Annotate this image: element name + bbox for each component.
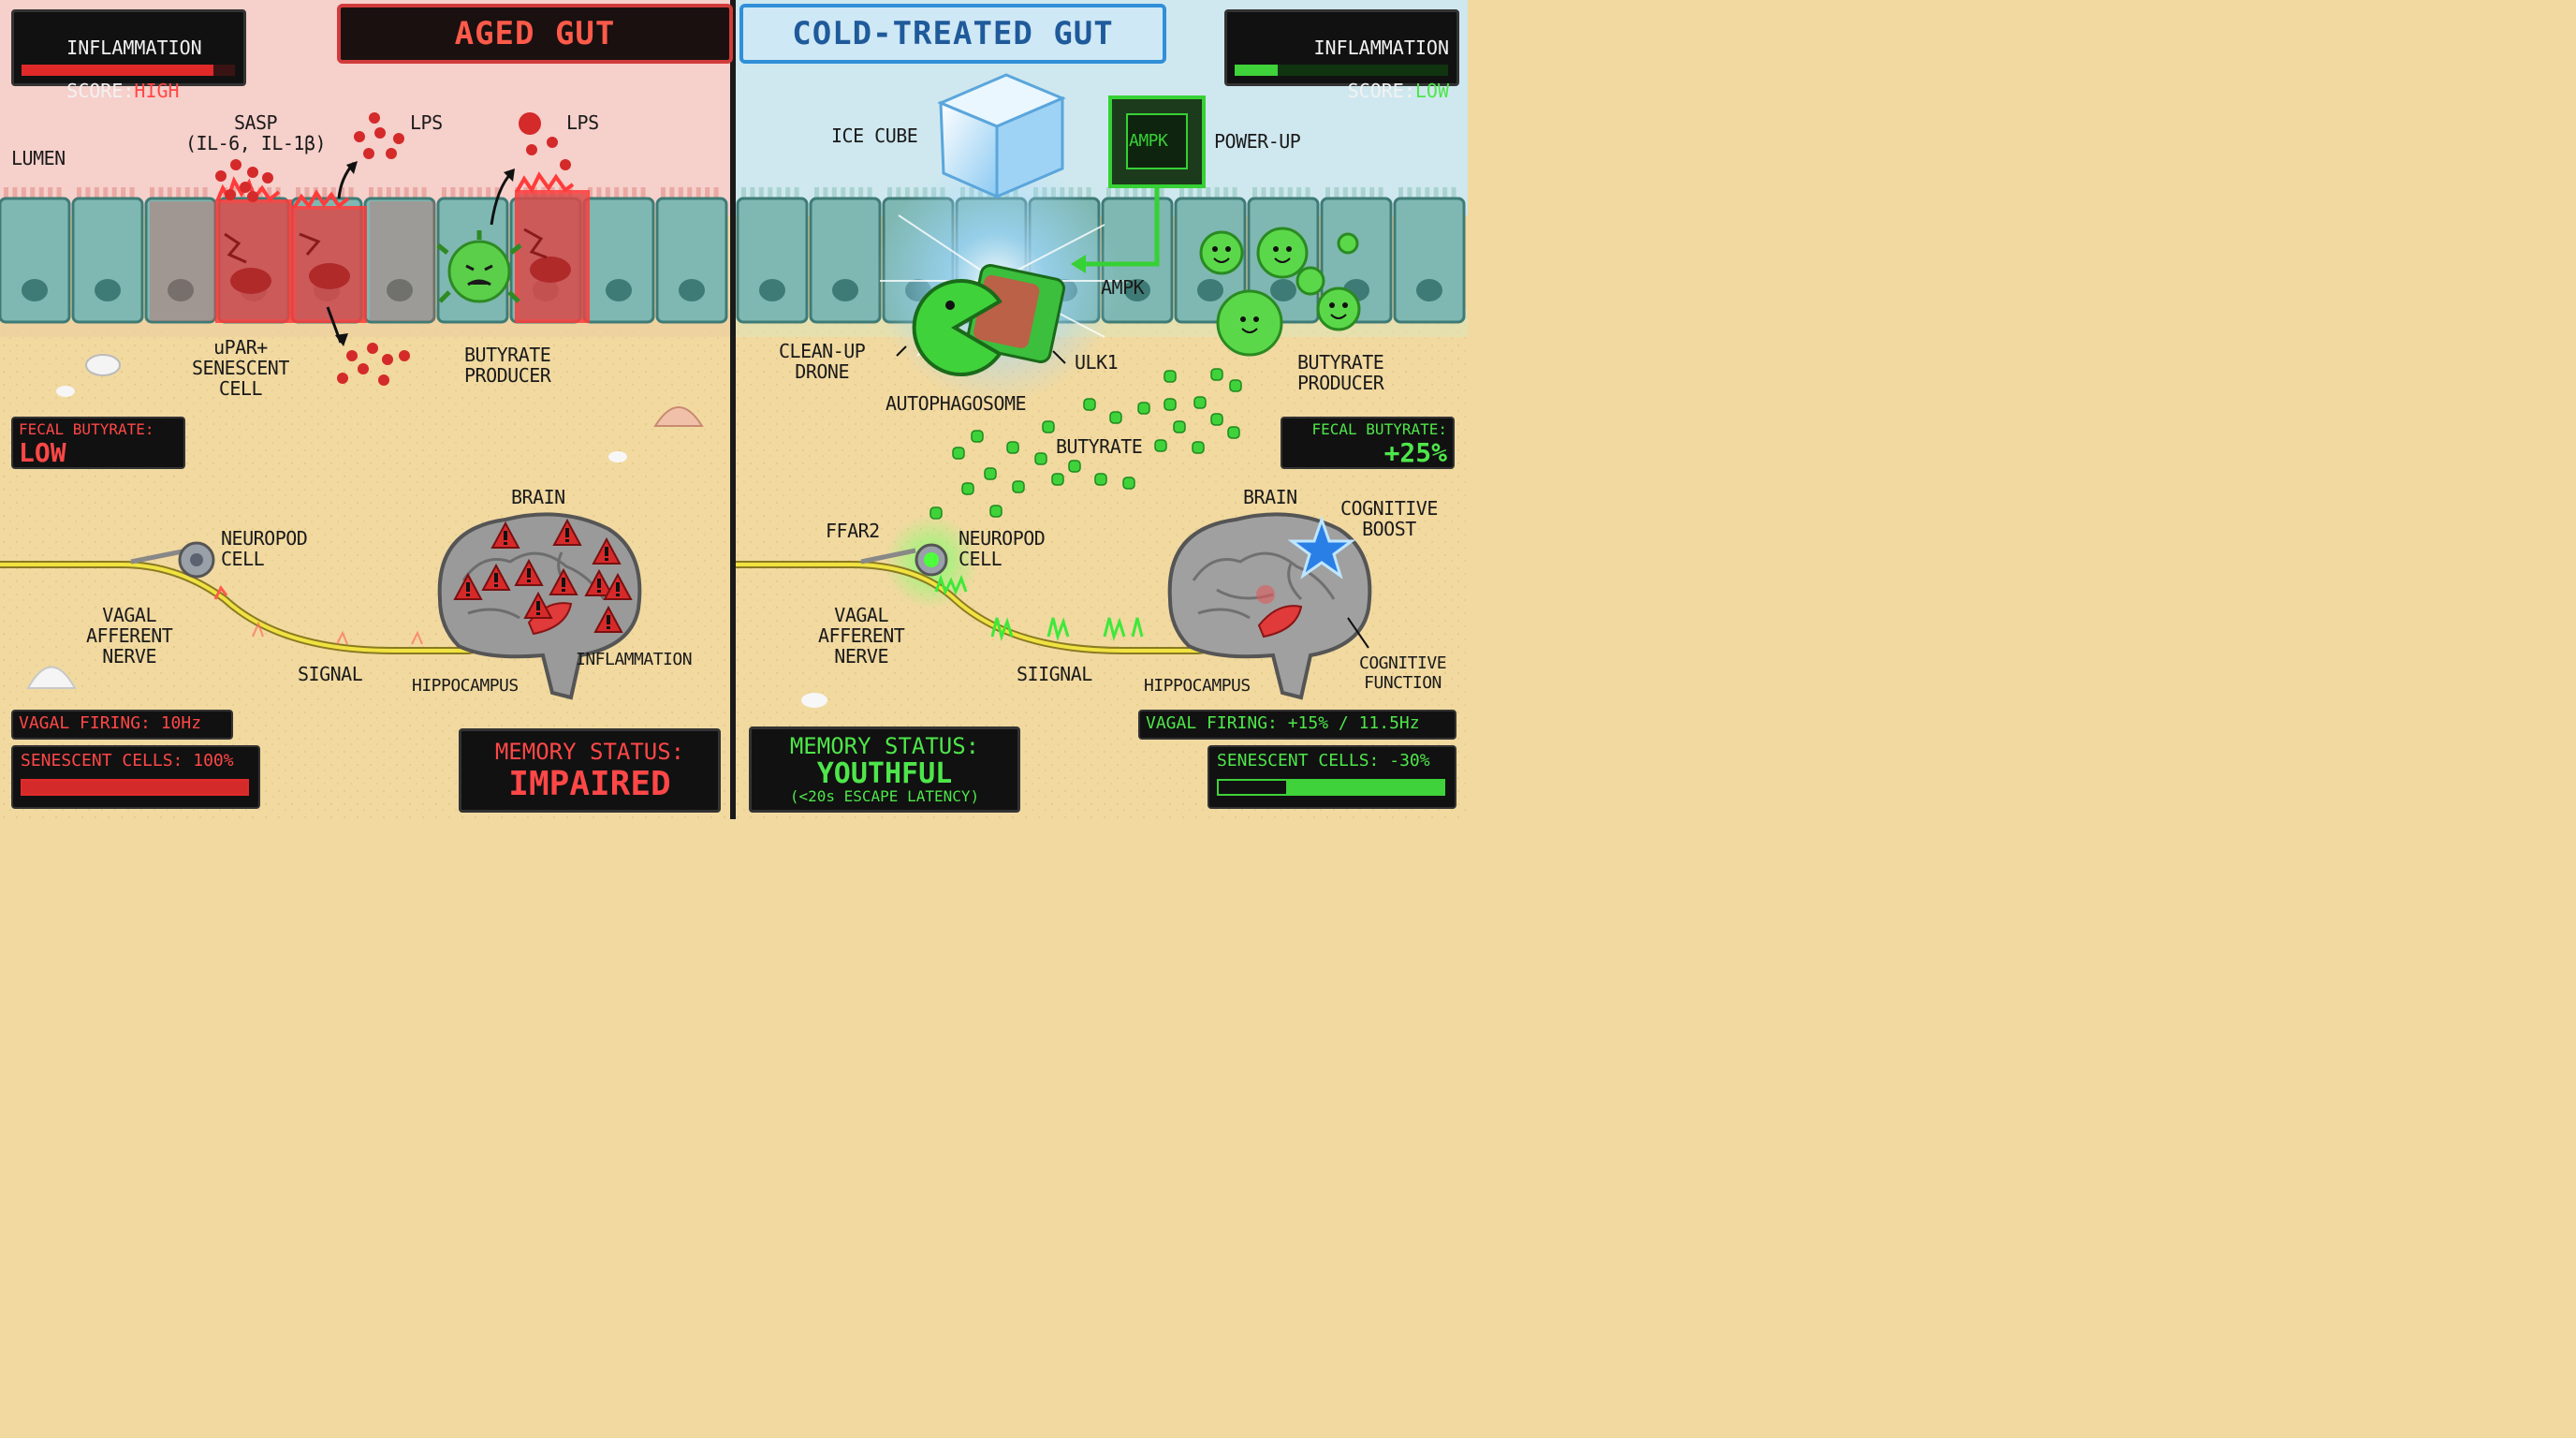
cold-senescent-cells: SENESCENT CELLS: -30% [1208, 745, 1456, 809]
butyrate-label: BUTYRATE [1056, 435, 1143, 458]
shell-icon [653, 406, 704, 427]
epithelial-cell [71, 197, 144, 324]
inflammation-label: INFLAMMATION [1313, 37, 1450, 59]
fecal-butyrate-value: +25% [1383, 437, 1447, 468]
inflammation-meter-fill [22, 65, 214, 76]
hippocampus-label: HIPPOCAMPUS [1144, 676, 1251, 696]
epithelial-cell [736, 197, 809, 324]
aged-memory-status: MEMORY STATUS: IMPAIRED [459, 728, 721, 813]
autophagosome-label: AUTOPHAGOSOME [886, 392, 1027, 415]
inflammation-meter-fill [1235, 65, 1278, 76]
score-value: HIGH [134, 80, 180, 102]
senescent-cells-label: SENESCENT CELLS: 100% [21, 751, 234, 770]
inflammation-label: INFLAMMATION [576, 650, 693, 669]
vagal-nerve-label: VAGAL AFFERENT NERVE [818, 604, 905, 668]
fecal-butyrate-value: LOW [19, 437, 66, 468]
aged-fecal-butyrate: FECAL BUTYRATE: LOW [11, 417, 185, 469]
inflammation-meter [22, 65, 235, 76]
neuropod-label: NEUROPOD CELL [959, 527, 1046, 570]
senescent-meter [21, 779, 249, 796]
sasp-label: SASP (IL-6, IL-1β) [185, 111, 327, 154]
clean-up-drone-icon [912, 279, 1003, 376]
cold-fecal-butyrate: FECAL BUTYRATE: +25% [1281, 417, 1455, 469]
aged-senescent-cells: SENESCENT CELLS: 100% [11, 745, 260, 809]
memory-status-value: IMPAIRED [508, 765, 671, 803]
fecal-butyrate-label: FECAL BUTYRATE: [19, 420, 154, 438]
brain-label: BRAIN [1243, 486, 1297, 508]
butyrate-particles [929, 368, 1242, 520]
lumen-label: LUMEN [11, 147, 66, 169]
escape-latency-value: (<20s ESCAPE LATENCY) [789, 787, 980, 805]
vagal-nerve-label: VAGAL AFFERENT NERVE [86, 604, 173, 668]
cold-memory-status: MEMORY STATUS: YOUTHFUL (<20s ESCAPE LAT… [749, 726, 1020, 813]
ice-cube-icon [937, 73, 1066, 199]
senescent-meter-fill [22, 781, 247, 794]
cognitive-boost-label: COGNITIVE BOOST [1340, 497, 1438, 540]
cognitive-boost-star-icon [1287, 515, 1356, 580]
ampk-chip-icon [1071, 95, 1206, 273]
ampk-label: AMPK [1101, 276, 1145, 299]
brain-label: BRAIN [511, 486, 565, 508]
inflammation-meter [1235, 65, 1448, 76]
memory-status-value: YOUTHFUL [816, 757, 953, 790]
score-label: SCORE: [1347, 80, 1415, 102]
butyrate-producer-label: BUTYRATE PRODUCER [464, 344, 551, 387]
epithelial-cell [655, 197, 728, 324]
vagal-firing-value: VAGAL FIRING: 10Hz [19, 713, 202, 733]
senescent-cells-label: SENESCENT CELLS: -30% [1217, 751, 1430, 770]
senescent-cell-label: uPAR+ SENESCENT CELL [192, 336, 289, 400]
aged-butyrate-producer [436, 230, 522, 303]
epithelial-cell [582, 197, 655, 324]
vagal-firing-value: VAGAL FIRING: +15% / 11.5Hz [1146, 713, 1420, 733]
score-value: LOW [1414, 80, 1449, 102]
cold-brain [1167, 512, 1372, 700]
neuropod-label: NEUROPOD CELL [221, 527, 308, 570]
senescent-meter-fill [1286, 781, 1443, 794]
ulk1-label: ULK1 [1075, 351, 1119, 374]
hippocampus-label: HIPPOCAMPUS [412, 676, 519, 696]
aged-gut-title: AGED GUT [337, 4, 733, 64]
score-label: SCORE: [66, 80, 135, 102]
signal-label: SIIGNAL [1017, 663, 1092, 685]
gut-brain-comparison-diagram: AGED GUT COLD-TREATED GUT INFLAMMATION S… [0, 0, 1468, 819]
clean-up-drone-label: CLEAN-UP DRONE [779, 340, 866, 383]
lps-sasp-particles [215, 112, 571, 386]
butyrate-producer-label: BUTYRATE PRODUCER [1297, 351, 1384, 394]
autophagosome [896, 263, 1066, 376]
ffar2-label: FFAR2 [826, 520, 880, 542]
aged-inflammation-score: INFLAMMATION SCORE:HIGH [11, 9, 246, 102]
cognitive-function-label: COGNITIVE FUNCTION [1359, 653, 1447, 693]
panel-divider [730, 0, 736, 819]
epithelial-cell [809, 197, 882, 324]
signal-label: SIGNAL [298, 663, 363, 685]
senescent-cells [150, 171, 590, 323]
aged-vagal-firing: VAGAL FIRING: 10Hz [11, 710, 233, 740]
memory-status-label: MEMORY STATUS: [494, 739, 685, 765]
cold-gut-title: COLD-TREATED GUT [739, 4, 1166, 64]
epithelial-cell [0, 197, 71, 324]
aged-brain [437, 512, 642, 700]
ice-cube-label: ICE CUBE [831, 125, 918, 147]
lps-label: LPS [566, 111, 599, 134]
lps-label: LPS [410, 111, 443, 134]
memory-status-label: MEMORY STATUS: [789, 733, 980, 759]
cold-vagal-firing: VAGAL FIRING: +15% / 11.5Hz [1138, 710, 1456, 740]
senescent-meter [1217, 779, 1445, 796]
cold-butyrate-producers [1199, 227, 1361, 357]
epithelial-cell [1393, 197, 1466, 324]
ampk-chip-label: AMPK [1129, 131, 1168, 151]
fecal-butyrate-label: FECAL BUTYRATE: [1311, 420, 1448, 438]
inflammation-label: INFLAMMATION [66, 37, 202, 59]
power-up-label: POWER-UP [1214, 130, 1301, 153]
cold-inflammation-score: INFLAMMATION SCORE:LOW [1224, 9, 1459, 102]
